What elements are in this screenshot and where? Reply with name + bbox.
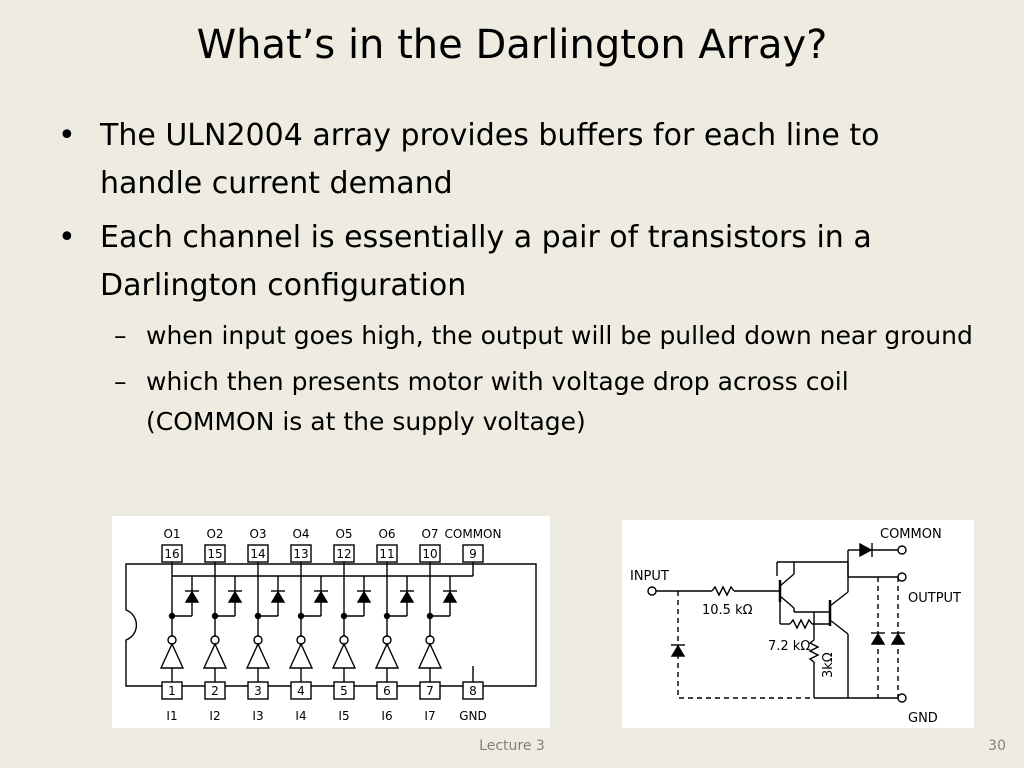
sub-bullet-text: which then presents motor with voltage d… [146,367,849,436]
bottom-pin-label: I1 [166,709,177,723]
output-clamp-diode-1 [870,632,886,645]
inverter-buffer [245,642,271,669]
sub-bullet-text: when input goes high, the output will be… [146,321,973,350]
bullet-text: Each channel is essentially a pair of tr… [100,220,872,303]
top-pin-label: COMMON [445,527,502,541]
top-pin-number: 14 [250,547,265,561]
resistor-10-5k [711,585,735,597]
bullet-text: The ULN2004 array provides buffers for e… [100,118,880,201]
bullet-item: • Each channel is essentially a pair of … [58,214,978,310]
top-pin-number: 11 [379,547,394,561]
junction-dot [297,612,305,620]
inverter-buffer [331,642,357,669]
common-terminal [897,545,907,555]
footer-lecture: Lecture 3 [479,738,545,754]
slide-title: What’s in the Darlington Array? [196,22,828,68]
bottom-pin-number: 4 [297,684,305,698]
junction-dot [383,612,391,620]
sub-bullet-item: – which then presents motor with voltage… [58,362,978,442]
bullet-list: • The ULN2004 array provides buffers for… [58,112,978,448]
top-pin-number: 12 [336,547,351,561]
common-label: COMMON [880,527,942,542]
bottom-pin-number: 3 [254,684,262,698]
channel-schematic: COMMON INPUT OUTPUT GND 10.5 kΩ 7.2 kΩ 3… [622,520,974,728]
bottom-pin-label: I4 [295,709,306,723]
ic-body [125,563,537,687]
clamp-diode [184,590,200,603]
inverter-buffer [159,642,185,669]
bullet-dot: • [58,118,76,153]
r1-label: 10.5 kΩ [702,603,753,618]
transistor-2-collector [829,591,849,607]
top-pin-number: 13 [293,547,308,561]
clamp-diode [270,590,286,603]
junction-dot [211,612,219,620]
junction-dot [426,612,434,620]
bottom-pin-number: 2 [211,684,219,698]
sub-bullet-dash: – [114,321,127,350]
junction-dot [340,612,348,620]
input-label: INPUT [630,569,669,584]
input-terminal [647,586,657,596]
bottom-pin-label: I2 [209,709,220,723]
r2-label: 7.2 kΩ [768,639,810,654]
bottom-pin-label: GND [459,709,487,723]
top-pin-label: O7 [421,527,438,541]
sub-bullet-dash: – [114,367,127,396]
inverter-buffer [202,642,228,669]
inverter-buffer [288,642,314,669]
top-pin-label: O4 [292,527,309,541]
bottom-pin-label: I6 [381,709,392,723]
top-pin-label: O5 [335,527,352,541]
output-clamp-diode-2 [890,632,906,645]
transistor-1-emitter [779,595,795,609]
r3-label: 3kΩ [821,652,836,678]
input-clamp-diode [670,644,686,657]
schematic-svg: COMMON INPUT OUTPUT GND 10.5 kΩ 7.2 kΩ 3… [630,527,961,726]
bullet-item: • The ULN2004 array provides buffers for… [58,112,978,208]
resistor-7-2k [789,618,813,630]
bullet-dot: • [58,220,76,255]
gnd-terminal [897,693,907,703]
top-pin-number: 16 [164,547,179,561]
top-pin-number: 9 [469,547,477,561]
top-pin-number: 10 [422,547,437,561]
junction-dot [168,612,176,620]
top-pin-label: O6 [378,527,395,541]
clamp-diode [356,590,372,603]
pinout-svg: O1 16 1I1 O2 15 2I2 O3 14 3I3 O4 13 4I4 O5 12 5I5 O6 11 6… [125,527,537,723]
transistor-1-collector [779,573,795,587]
bottom-pin-number: 6 [383,684,391,698]
inverter-buffer [374,642,400,669]
clamp-diode [399,590,415,603]
sub-bullet-item: – when input goes high, the output will … [58,316,978,356]
clamp-diode [227,590,243,603]
inverter-buffer [417,642,443,669]
junction-dot [254,612,262,620]
top-pin-label: O2 [206,527,223,541]
top-pin-label: O1 [163,527,180,541]
bottom-pin-label: I5 [338,709,349,723]
page-number: 30 [988,738,1006,754]
clamp-diode [442,590,458,603]
common-diode [859,542,873,558]
top-pin-label: O3 [249,527,266,541]
top-pin-number: 15 [207,547,222,561]
bottom-pin-number: 5 [340,684,348,698]
bottom-pin-number: 8 [469,684,477,698]
bottom-pin-number: 1 [168,684,176,698]
output-label: OUTPUT [908,591,961,606]
bottom-pin-number: 7 [426,684,434,698]
bottom-pin-label: I7 [424,709,435,723]
gnd-label: GND [908,711,938,726]
clamp-diode [313,590,329,603]
output-terminal [897,572,907,582]
resistor-3k [808,639,820,663]
bottom-pin-label: I3 [252,709,263,723]
transistor-2-emitter [829,619,849,635]
